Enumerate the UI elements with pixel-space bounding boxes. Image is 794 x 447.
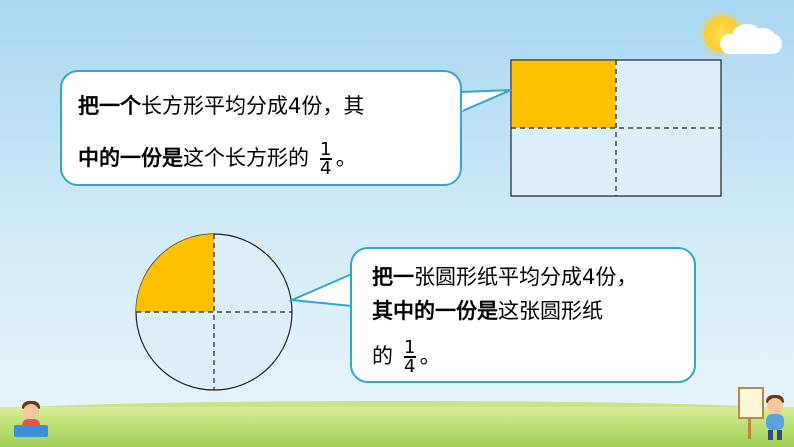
fraction-numerator: 1 (403, 337, 416, 358)
callout-period: 。 (335, 146, 357, 170)
fraction-one-quarter: 1 4 (403, 337, 416, 377)
reading-kid-icon (14, 401, 48, 441)
grass-ground (0, 407, 794, 447)
callout-text: 这个长方形的 (183, 146, 309, 170)
callout-bold-text: 把一 (372, 265, 414, 289)
fraction-bar (403, 356, 416, 358)
fraction-one-quarter: 1 4 (319, 139, 332, 179)
rectangle-figure (510, 59, 722, 197)
circle-shaded-quarter (136, 234, 214, 312)
rectangle-callout (60, 70, 462, 186)
rectangle-callout-line1: 把一个长方形平均分成4份，其 (78, 94, 364, 118)
callout-text: 长方形平均分成4份，其 (141, 94, 365, 118)
callout-text: 的 (372, 344, 393, 368)
fraction-numerator: 1 (319, 139, 332, 160)
callout-bold-text: 把一个 (78, 94, 141, 118)
callout-text: 张圆形纸平均分成4份， (414, 265, 638, 289)
fraction-bar (319, 158, 332, 160)
fraction-denominator: 4 (319, 158, 332, 179)
circle-callout-line1: 把一张圆形纸平均分成4份， (372, 265, 637, 289)
circle-figure (135, 233, 293, 391)
rectangle-shaded-quarter (511, 60, 616, 129)
circle-callout (350, 247, 696, 383)
rectangle-callout-line2: 中的一份是这个长方形的 1 4 。 (78, 139, 357, 179)
fraction-denominator: 4 (403, 356, 416, 377)
callout-bold-text: 中的一份是 (78, 146, 183, 170)
grass-edge (0, 401, 794, 411)
circle-callout-line2: 其中的一份是这张圆形纸 (372, 299, 603, 323)
bubble2-tail (288, 272, 353, 308)
callout-period: 。 (419, 344, 441, 368)
callout-bold-text: 其中的一份是 (372, 299, 498, 323)
callout-text: 这张圆形纸 (498, 299, 603, 323)
painting-kid-icon (738, 383, 788, 441)
cloud-puff (750, 28, 776, 50)
bubble1-tail (459, 89, 512, 114)
circle-callout-line3: 的 1 4 。 (372, 337, 441, 377)
